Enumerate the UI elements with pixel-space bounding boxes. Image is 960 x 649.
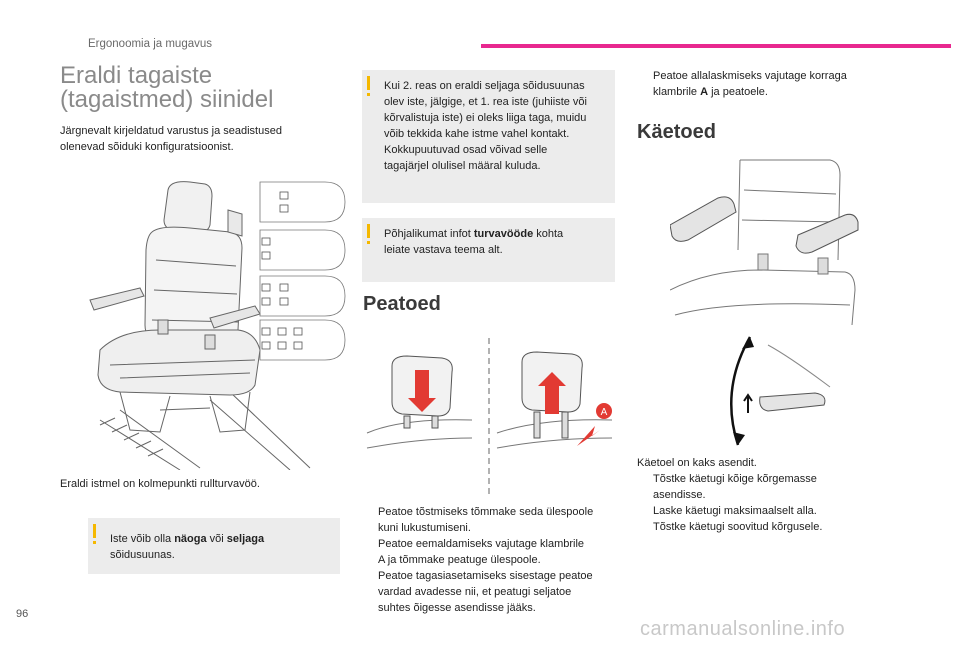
arrow-down-icon (408, 370, 436, 412)
note-line: olev iste, jälgige, et 1. rea iste (juhi… (384, 96, 587, 108)
note-text: Põhjalikumat infot (384, 228, 474, 240)
note-line: tagajärjel olulisel määral kuluda. (384, 160, 541, 172)
note-text: kohta (533, 228, 564, 240)
page-title-line-2: (tagaistmed) siinidel (60, 86, 274, 113)
note-text: leiate vastava teema alt. (384, 244, 503, 256)
note-line: võib tekkida kahe istme vahel kontakt. (384, 128, 570, 140)
note-line: kõrvalistuja iste) ei oleks liiga taga, … (384, 112, 587, 124)
list-item: Tõstke käetugi soovitud kõrgusele. (653, 521, 823, 533)
note-bold: turvavööde (473, 228, 534, 240)
note-line: Kokkupuutuvad osad võivad selle (384, 144, 548, 156)
seat-illustration (89, 181, 346, 470)
label-a-badge (596, 403, 612, 419)
note-seat-contact: Kui 2. reas on eraldi seljaga sõidusuuna… (362, 70, 615, 203)
note-seat-orientation: Iste võib olla näoga või seljaga sõidusu… (88, 518, 340, 574)
note-bold: näoga (174, 533, 207, 545)
page-title-line-1: Eraldi tagaiste (60, 62, 213, 89)
note-line: Kui 2. reas on eraldi seljaga sõidusuuna… (384, 80, 585, 92)
list-item: Peatoe tagasiasetamiseks sisestage peato… (378, 570, 593, 614)
kaetoed-intro: Käetoel on kaks asendit. (637, 457, 757, 469)
note-text: sõidusuunas. (110, 549, 175, 561)
info-marker-icon (367, 76, 370, 96)
list-item: Peatoe tõstmiseks tõmmake seda ülespoole… (378, 506, 594, 534)
intro-line: Järgnevalt kirjeldatud varustus ja seadi… (60, 125, 282, 137)
armrest-illustration (670, 159, 859, 326)
page-number: 96 (16, 608, 29, 620)
heading-kaetoed: Käetoed (637, 121, 716, 143)
info-marker-icon (93, 524, 96, 544)
peatoed-instructions: Peatoe tõstmiseks tõmmake seda ülespoole… (362, 504, 622, 616)
label-a: A (601, 407, 608, 418)
note-text: Iste võib olla (110, 533, 175, 545)
watermark: carmanualsonline.info (640, 618, 846, 640)
note-bold: seljaga (226, 533, 265, 545)
arrow-up-icon (538, 372, 566, 414)
page-title: Eraldi tagaiste (tagaistmed) siinidel (60, 64, 273, 112)
list-item: Laske käetugi maksimaalselt alla. (653, 505, 817, 517)
section-accent-bar (481, 44, 951, 48)
headrest-illustration: A (366, 338, 613, 498)
intro-line: olenevad sõiduki konfiguratsioonist. (60, 141, 234, 153)
info-marker-icon (367, 224, 370, 244)
note-text: või (206, 533, 227, 545)
intro-text: Järgnevalt kirjeldatud varustus ja seadi… (60, 123, 282, 155)
seat-caption: Eraldi istmel on kolmepunkti rullturvavö… (60, 478, 260, 490)
note-seatbelts: Põhjalikumat infot turvavööde kohta leia… (362, 218, 615, 282)
armrest-position-illustration (730, 336, 831, 446)
section-title: Ergonoomia ja mugavus (88, 38, 213, 50)
heading-peatoed: Peatoed (363, 293, 441, 315)
